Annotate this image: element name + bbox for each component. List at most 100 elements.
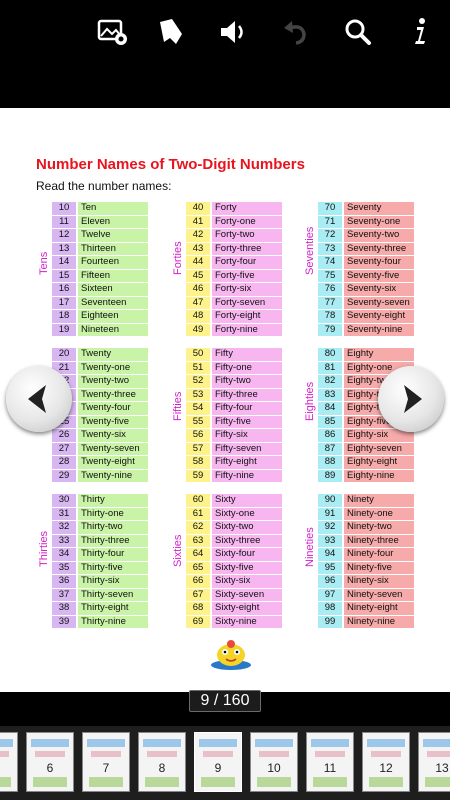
number-cell: 96 (318, 575, 342, 588)
number-cell: 98 (318, 602, 342, 615)
number-cell: 27 (52, 442, 76, 455)
number-name-cell: Eleven (78, 215, 148, 228)
number-cell: 54 (186, 402, 210, 415)
page-thumbnail[interactable]: 12 (362, 732, 410, 792)
number-name-cell: Sixty-eight (212, 602, 282, 615)
number-cell: 73 (318, 242, 342, 255)
number-name-cell: Fifty (212, 348, 282, 361)
number-name-cell: Ninety (344, 494, 414, 507)
number-cell: 75 (318, 269, 342, 282)
number-cell: 10 (52, 202, 76, 215)
number-cell: 99 (318, 615, 342, 628)
page-thumbnail[interactable]: 8 (138, 732, 186, 792)
number-name-cell: Thirty-one (78, 507, 148, 520)
book-page: Number Names of Two-Digit Numbers Read t… (0, 108, 450, 692)
number-cell: 37 (52, 588, 76, 601)
number-cell: 97 (318, 588, 342, 601)
number-cell: 47 (186, 296, 210, 309)
number-cell: 53 (186, 388, 210, 401)
page-thumbnail[interactable]: 10 (250, 732, 298, 792)
undo-icon[interactable] (278, 14, 314, 50)
number-cell: 63 (186, 534, 210, 547)
thumbnail-number: 6 (46, 761, 54, 775)
number-cell: 67 (186, 588, 210, 601)
number-cell: 58 (186, 456, 210, 469)
number-cell: 21 (52, 361, 76, 374)
group-label: Sixties (172, 534, 184, 567)
page-thumbnail[interactable]: 9 (194, 732, 242, 792)
number-cell: 45 (186, 269, 210, 282)
volume-icon[interactable] (215, 14, 251, 50)
previous-page-button[interactable] (6, 366, 72, 432)
image-settings-icon[interactable] (95, 14, 131, 50)
number-name-cell: Fifty-one (212, 361, 282, 374)
number-name-cell: Forty-four (212, 256, 282, 269)
number-name-cell: Ninety-five (344, 561, 414, 574)
number-name-cell: Sixty-one (212, 507, 282, 520)
info-icon[interactable] (402, 14, 438, 50)
number-cell: 90 (318, 494, 342, 507)
number-cell: 60 (186, 494, 210, 507)
number-cell: 14 (52, 256, 76, 269)
number-cell: 92 (318, 521, 342, 534)
thumbnail-number: 13 (435, 761, 449, 775)
bookmark-icon[interactable] (152, 14, 188, 50)
number-cell: 15 (52, 269, 76, 282)
page-thumbnail[interactable]: 7 (82, 732, 130, 792)
number-cell: 80 (318, 348, 342, 361)
thumbnail-number: 12 (379, 761, 393, 775)
number-name-cell: Thirty-nine (78, 615, 148, 628)
number-cell: 74 (318, 256, 342, 269)
number-cell: 95 (318, 561, 342, 574)
number-cell: 61 (186, 507, 210, 520)
page-thumbnail[interactable]: 6 (26, 732, 74, 792)
number-cell: 94 (318, 548, 342, 561)
number-name-cell: Thirty-seven (78, 588, 148, 601)
page-thumbnail[interactable]: 11 (306, 732, 354, 792)
number-name-cell: Sixty-two (212, 521, 282, 534)
top-toolbar (0, 0, 450, 108)
number-name-cell: Ten (78, 202, 148, 215)
group-label: Seventies (304, 226, 316, 275)
page-thumbnail[interactable]: 5 (0, 732, 18, 792)
number-name-cell: Twenty-five (78, 415, 148, 428)
number-cell: 31 (52, 507, 76, 520)
number-name-cell: Eighty-nine (344, 469, 414, 482)
thumbnail-number: 5 (0, 761, 17, 775)
number-name-cell: Forty-two (212, 229, 282, 242)
number-cell: 51 (186, 361, 210, 374)
number-name-cell: Fifty-eight (212, 456, 282, 469)
search-icon[interactable] (340, 14, 376, 50)
number-cell: 87 (318, 442, 342, 455)
number-name-cell: Seventy-four (344, 256, 414, 269)
page-thumbnail[interactable]: 13 (418, 732, 450, 792)
next-page-button[interactable] (378, 366, 444, 432)
number-name-cell: Sixteen (78, 283, 148, 296)
number-name-cell: Ninety-seven (344, 588, 414, 601)
number-name-cell: Forty-nine (212, 323, 282, 336)
